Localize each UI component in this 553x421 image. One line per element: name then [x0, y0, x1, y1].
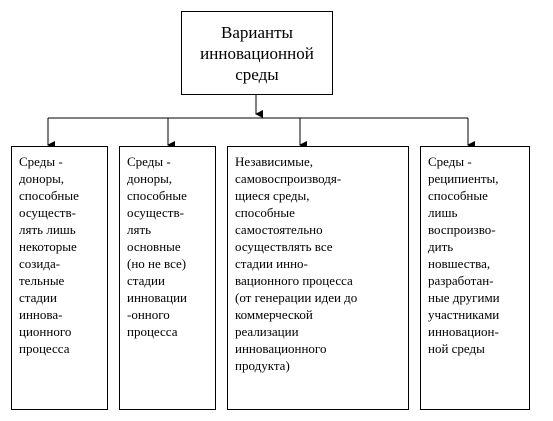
box-line: стадии инно- [235, 256, 308, 271]
box-line: самовоспроизводя- [235, 171, 342, 186]
box-line: новшества, [428, 256, 491, 271]
root-line: Варианты [221, 22, 293, 42]
box-line: осуществ- [127, 205, 184, 220]
box-line: вационного процесса [235, 273, 353, 288]
variant-box-2: Среды - доноры, способные осуществ- лять… [119, 146, 216, 410]
box-line: лять лишь [19, 222, 76, 237]
box-line: реализации [235, 324, 299, 339]
variant-box-1: Среды - доноры, способные осуществ- лять… [11, 146, 108, 410]
box-line: ной среды [428, 341, 485, 356]
box-line: стадии [19, 290, 57, 305]
box-line: продукта) [235, 358, 290, 373]
box-line: Независимые, [235, 154, 314, 169]
box-line: процесса [127, 324, 178, 339]
box-line: доноры, [19, 171, 65, 186]
box-line: самостоятельно [235, 222, 323, 237]
box-line: способные [127, 188, 187, 203]
variant-box-4: Среды - реципиенты, способные лишь воспр… [420, 146, 530, 410]
box-line: коммерческой [235, 307, 313, 322]
box-line: лишь [428, 205, 458, 220]
box-line: осуществ- [19, 205, 76, 220]
box-line: разработан- [428, 273, 494, 288]
box-line: ные другими [428, 290, 500, 305]
box-line: способные [428, 188, 488, 203]
box-line: участниками [428, 307, 500, 322]
box-line: воспроизво- [428, 222, 496, 237]
box-line: иннова- [19, 307, 63, 322]
box-line: (от генерации идеи до [235, 290, 358, 305]
box-line: процесса [19, 341, 70, 356]
variant-box-3: Независимые, самовоспроизводя- щиеся сре… [227, 146, 409, 410]
box-line: некоторые [19, 239, 77, 254]
root-box: Варианты инновационной среды [181, 11, 333, 95]
box-line: лять [127, 222, 152, 237]
box-line: основные [127, 239, 181, 254]
box-line: инновационного [235, 341, 327, 356]
box-line: реципиенты, [428, 171, 499, 186]
box-line: ционного [19, 324, 72, 339]
box-line: созида- [19, 256, 61, 271]
root-line: инновационной [200, 43, 314, 63]
box-line: Среды - [19, 154, 63, 169]
box-line: щиеся среды, [235, 188, 310, 203]
root-line: среды [235, 64, 279, 84]
box-line: инновацион- [428, 324, 499, 339]
box-line: (но не все) [127, 256, 187, 271]
box-line: осуществлять все [235, 239, 333, 254]
root-label: Варианты инновационной среды [200, 22, 314, 85]
box-line: доноры, [127, 171, 173, 186]
box-line: тельные [19, 273, 65, 288]
box-line: Среды - [127, 154, 171, 169]
box-line: способные [235, 205, 295, 220]
box-line: способные [19, 188, 79, 203]
box-line: дить [428, 239, 454, 254]
box-line: инновации [127, 290, 187, 305]
box-line: стадии [127, 273, 165, 288]
box-line: -онного [127, 307, 170, 322]
box-line: Среды - [428, 154, 472, 169]
